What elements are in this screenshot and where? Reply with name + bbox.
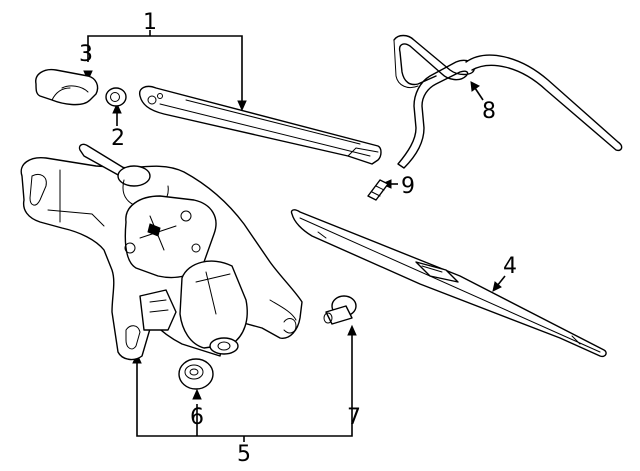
- wiper-motor-part: [20, 143, 303, 361]
- leader-lines: [83, 30, 506, 442]
- washer-hose-part: [393, 34, 623, 169]
- callout-4: 4: [503, 254, 517, 279]
- nut-part: [105, 87, 127, 107]
- nozzle-part: [367, 179, 389, 201]
- wiper-blade-part: [290, 209, 607, 358]
- callout-3: 3: [79, 42, 93, 67]
- stud-bolt-part: [323, 295, 357, 325]
- wiper-arm-part: [139, 85, 382, 165]
- callout-9: 9: [401, 174, 415, 199]
- grommet-part: [178, 358, 214, 390]
- callout-8: 8: [482, 99, 496, 124]
- callout-1: 1: [143, 10, 157, 35]
- callout-5: 5: [237, 442, 251, 467]
- callout-2: 2: [111, 126, 125, 151]
- callout-7: 7: [347, 405, 361, 430]
- cap-part: [35, 68, 99, 106]
